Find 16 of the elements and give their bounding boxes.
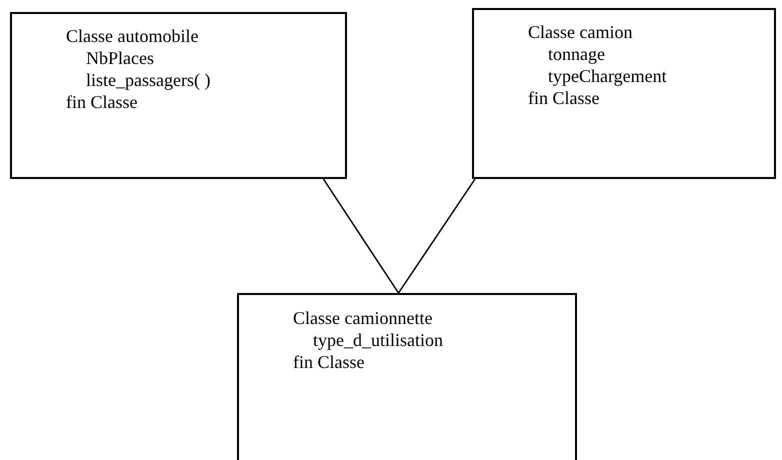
connector-line — [322, 178, 400, 294]
class-member: type_d_utilisation — [313, 329, 443, 351]
class-box — [237, 293, 577, 460]
class-end: fin Classe — [528, 87, 600, 109]
class-member: NbPlaces — [86, 47, 154, 69]
class-member: typeChargement — [548, 65, 667, 87]
class-member: liste_passagers( ) — [86, 69, 210, 91]
class-member: tonnage — [548, 43, 605, 65]
class-heading: Classe automobile — [66, 25, 198, 47]
connector-line — [398, 178, 476, 294]
class-box — [10, 12, 347, 179]
class-end: fin Classe — [293, 351, 364, 373]
class-heading: Classe camion — [528, 21, 632, 43]
class-heading: Classe camionnette — [293, 307, 432, 329]
class-box — [472, 8, 776, 179]
class-end: fin Classe — [66, 91, 138, 113]
